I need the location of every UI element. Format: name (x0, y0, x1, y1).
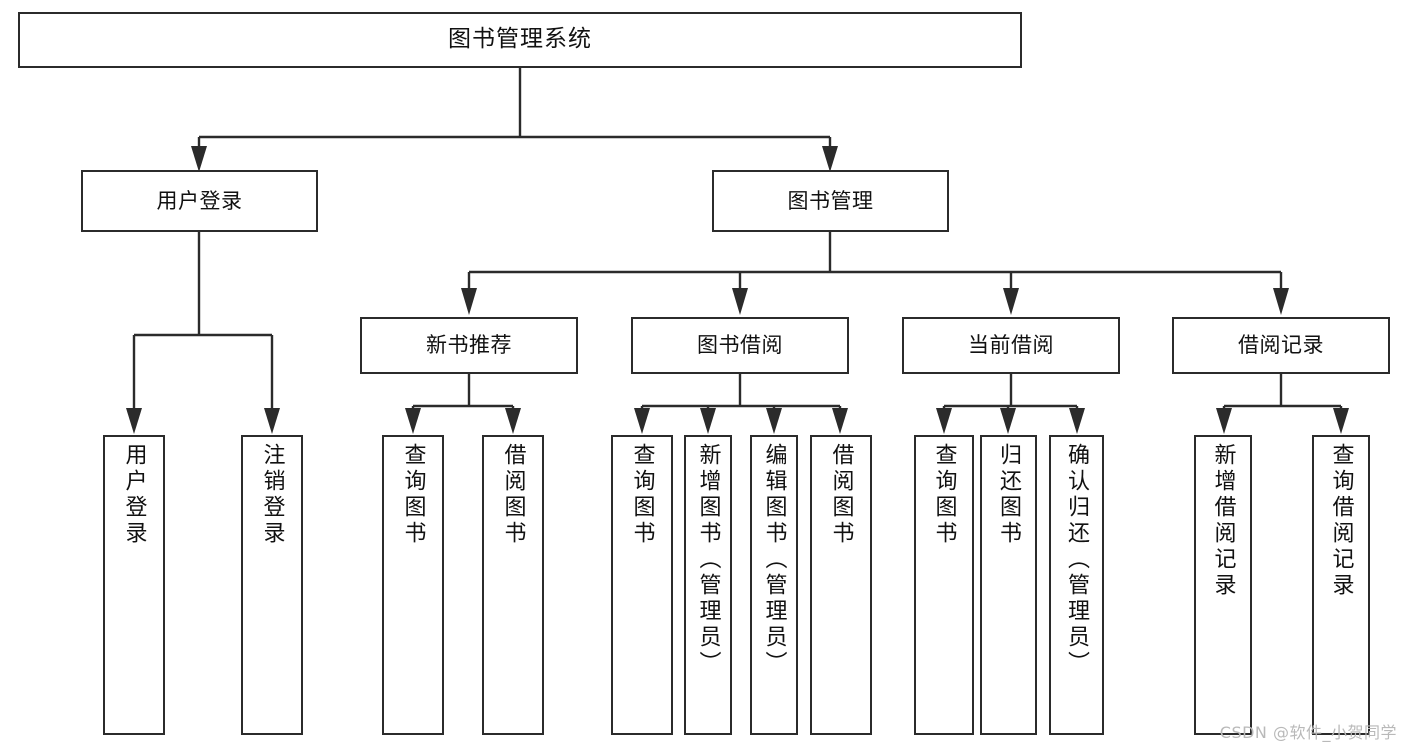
node-label: 图书借阅 (697, 333, 783, 358)
node-user-login[interactable]: 用户登录 (81, 170, 318, 232)
node-label: 用户登录 (121, 443, 147, 547)
leaf-return-book[interactable]: 归还图书 (980, 435, 1037, 735)
node-book-manage[interactable]: 图书管理 (712, 170, 949, 232)
leaf-query-book-borrow[interactable]: 查询图书 (611, 435, 673, 735)
node-label: 确认归还（管理员） (1064, 443, 1090, 677)
node-new-book-recommend[interactable]: 新书推荐 (360, 317, 578, 374)
leaf-query-book-current[interactable]: 查询图书 (914, 435, 974, 735)
node-label: 借阅图书 (828, 443, 854, 547)
node-label: 查询图书 (629, 443, 655, 547)
node-label: 查询图书 (931, 443, 957, 547)
node-label: 编辑图书（管理员） (761, 443, 787, 677)
leaf-confirm-return[interactable]: 确认归还（管理员） (1049, 435, 1104, 735)
node-label: 图书管理 (787, 188, 874, 213)
leaf-user-login[interactable]: 用户登录 (103, 435, 165, 735)
leaf-add-book[interactable]: 新增图书（管理员） (684, 435, 732, 735)
node-borrow-record[interactable]: 借阅记录 (1172, 317, 1390, 374)
watermark-text: CSDN @软件_小贺同学 (1219, 723, 1397, 742)
leaf-query-book-recommend[interactable]: 查询图书 (382, 435, 444, 735)
leaf-borrow-book-recommend[interactable]: 借阅图书 (482, 435, 544, 735)
node-root-system[interactable]: 图书管理系统 (18, 12, 1022, 68)
node-label: 注销登录 (259, 443, 285, 547)
node-label: 归还图书 (996, 443, 1022, 547)
node-book-borrow[interactable]: 图书借阅 (631, 317, 849, 374)
node-label: 新增图书（管理员） (695, 443, 721, 677)
node-label: 用户登录 (156, 188, 243, 213)
node-label: 借阅图书 (500, 443, 526, 547)
leaf-edit-book[interactable]: 编辑图书（管理员） (750, 435, 798, 735)
node-label: 图书管理系统 (448, 26, 592, 53)
node-label: 查询借阅记录 (1328, 443, 1354, 599)
leaf-add-borrow-record[interactable]: 新增借阅记录 (1194, 435, 1252, 735)
node-label: 新书推荐 (426, 333, 512, 358)
leaf-query-borrow-record[interactable]: 查询借阅记录 (1312, 435, 1370, 735)
node-label: 查询图书 (400, 443, 426, 547)
leaf-logout[interactable]: 注销登录 (241, 435, 303, 735)
leaf-borrow-book[interactable]: 借阅图书 (810, 435, 872, 735)
node-label: 借阅记录 (1238, 333, 1324, 358)
node-label: 新增借阅记录 (1210, 443, 1236, 599)
node-label: 当前借阅 (968, 333, 1054, 358)
node-current-borrow[interactable]: 当前借阅 (902, 317, 1120, 374)
